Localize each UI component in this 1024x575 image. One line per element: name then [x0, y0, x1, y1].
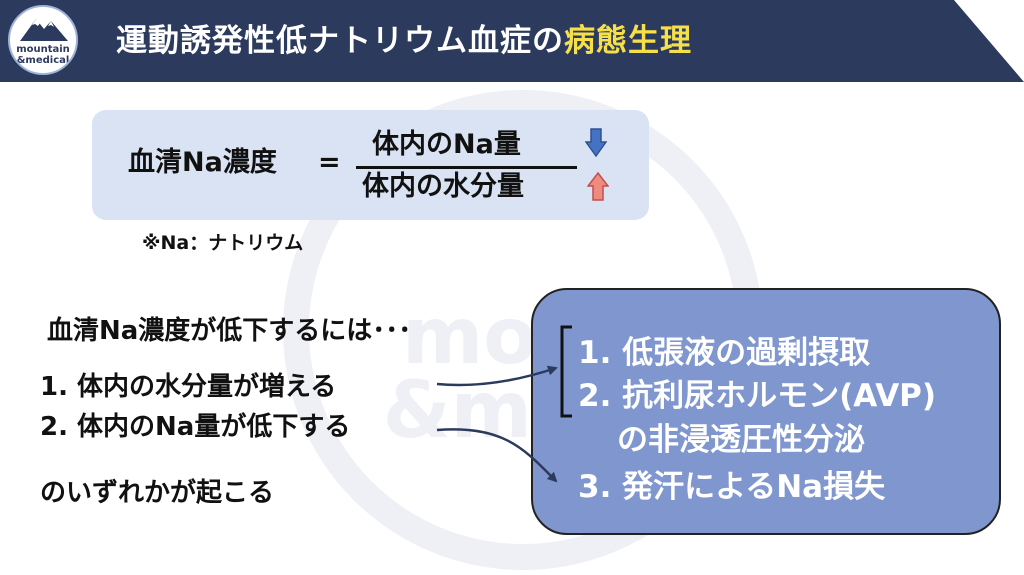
connector-arrow-1 — [436, 365, 558, 387]
title-main: 運動誘発性低ナトリウム血症の — [116, 23, 564, 59]
condition-item-1: 1. 体内の水分量が増える — [40, 372, 337, 402]
cause-item-2: 2. 抗利尿ホルモン(AVP) — [578, 378, 937, 414]
condition-item-2: 2. 体内のNa量が低下する — [40, 412, 351, 442]
note-text: ※Na：ナトリウム — [142, 232, 304, 254]
mountain-logo-icon: mountain &medical — [8, 5, 78, 75]
mountain-peaks-icon — [20, 19, 68, 41]
formula-left: 血清Na濃度 — [128, 147, 277, 178]
header-corner-cut — [954, 0, 1024, 82]
header-bar: mountain &medical 運動誘発性低ナトリウム血症の病態生理 — [0, 0, 1024, 82]
cause-item-3: 3. 発汗によるNa損失 — [578, 469, 886, 505]
page-title: 運動誘発性低ナトリウム血症の病態生理 — [116, 20, 692, 62]
cause-item-2-continued: の非浸透圧性分泌 — [617, 422, 865, 458]
formula-equals: = — [318, 147, 341, 178]
fraction-bar — [356, 166, 577, 169]
bracket-icon — [560, 325, 572, 418]
formula-box — [92, 110, 649, 220]
formula-denominator: 体内の水分量 — [362, 171, 524, 202]
conditions-heading: 血清Na濃度が低下するには･･･ — [47, 316, 412, 346]
arrow-down-icon — [585, 128, 607, 158]
cause-item-1: 1. 低張液の過剰摂取 — [578, 335, 871, 371]
causes-box — [531, 288, 1001, 535]
arrow-up-icon — [587, 172, 609, 201]
title-highlight: 病態生理 — [564, 23, 692, 59]
formula-numerator: 体内のNa量 — [372, 129, 521, 160]
connector-arrow-2 — [436, 428, 558, 483]
conditions-footer: のいずれかが起こる — [40, 478, 275, 508]
logo-text-line2: &medical — [16, 55, 70, 66]
logo-text-line1: mountain — [16, 44, 70, 55]
